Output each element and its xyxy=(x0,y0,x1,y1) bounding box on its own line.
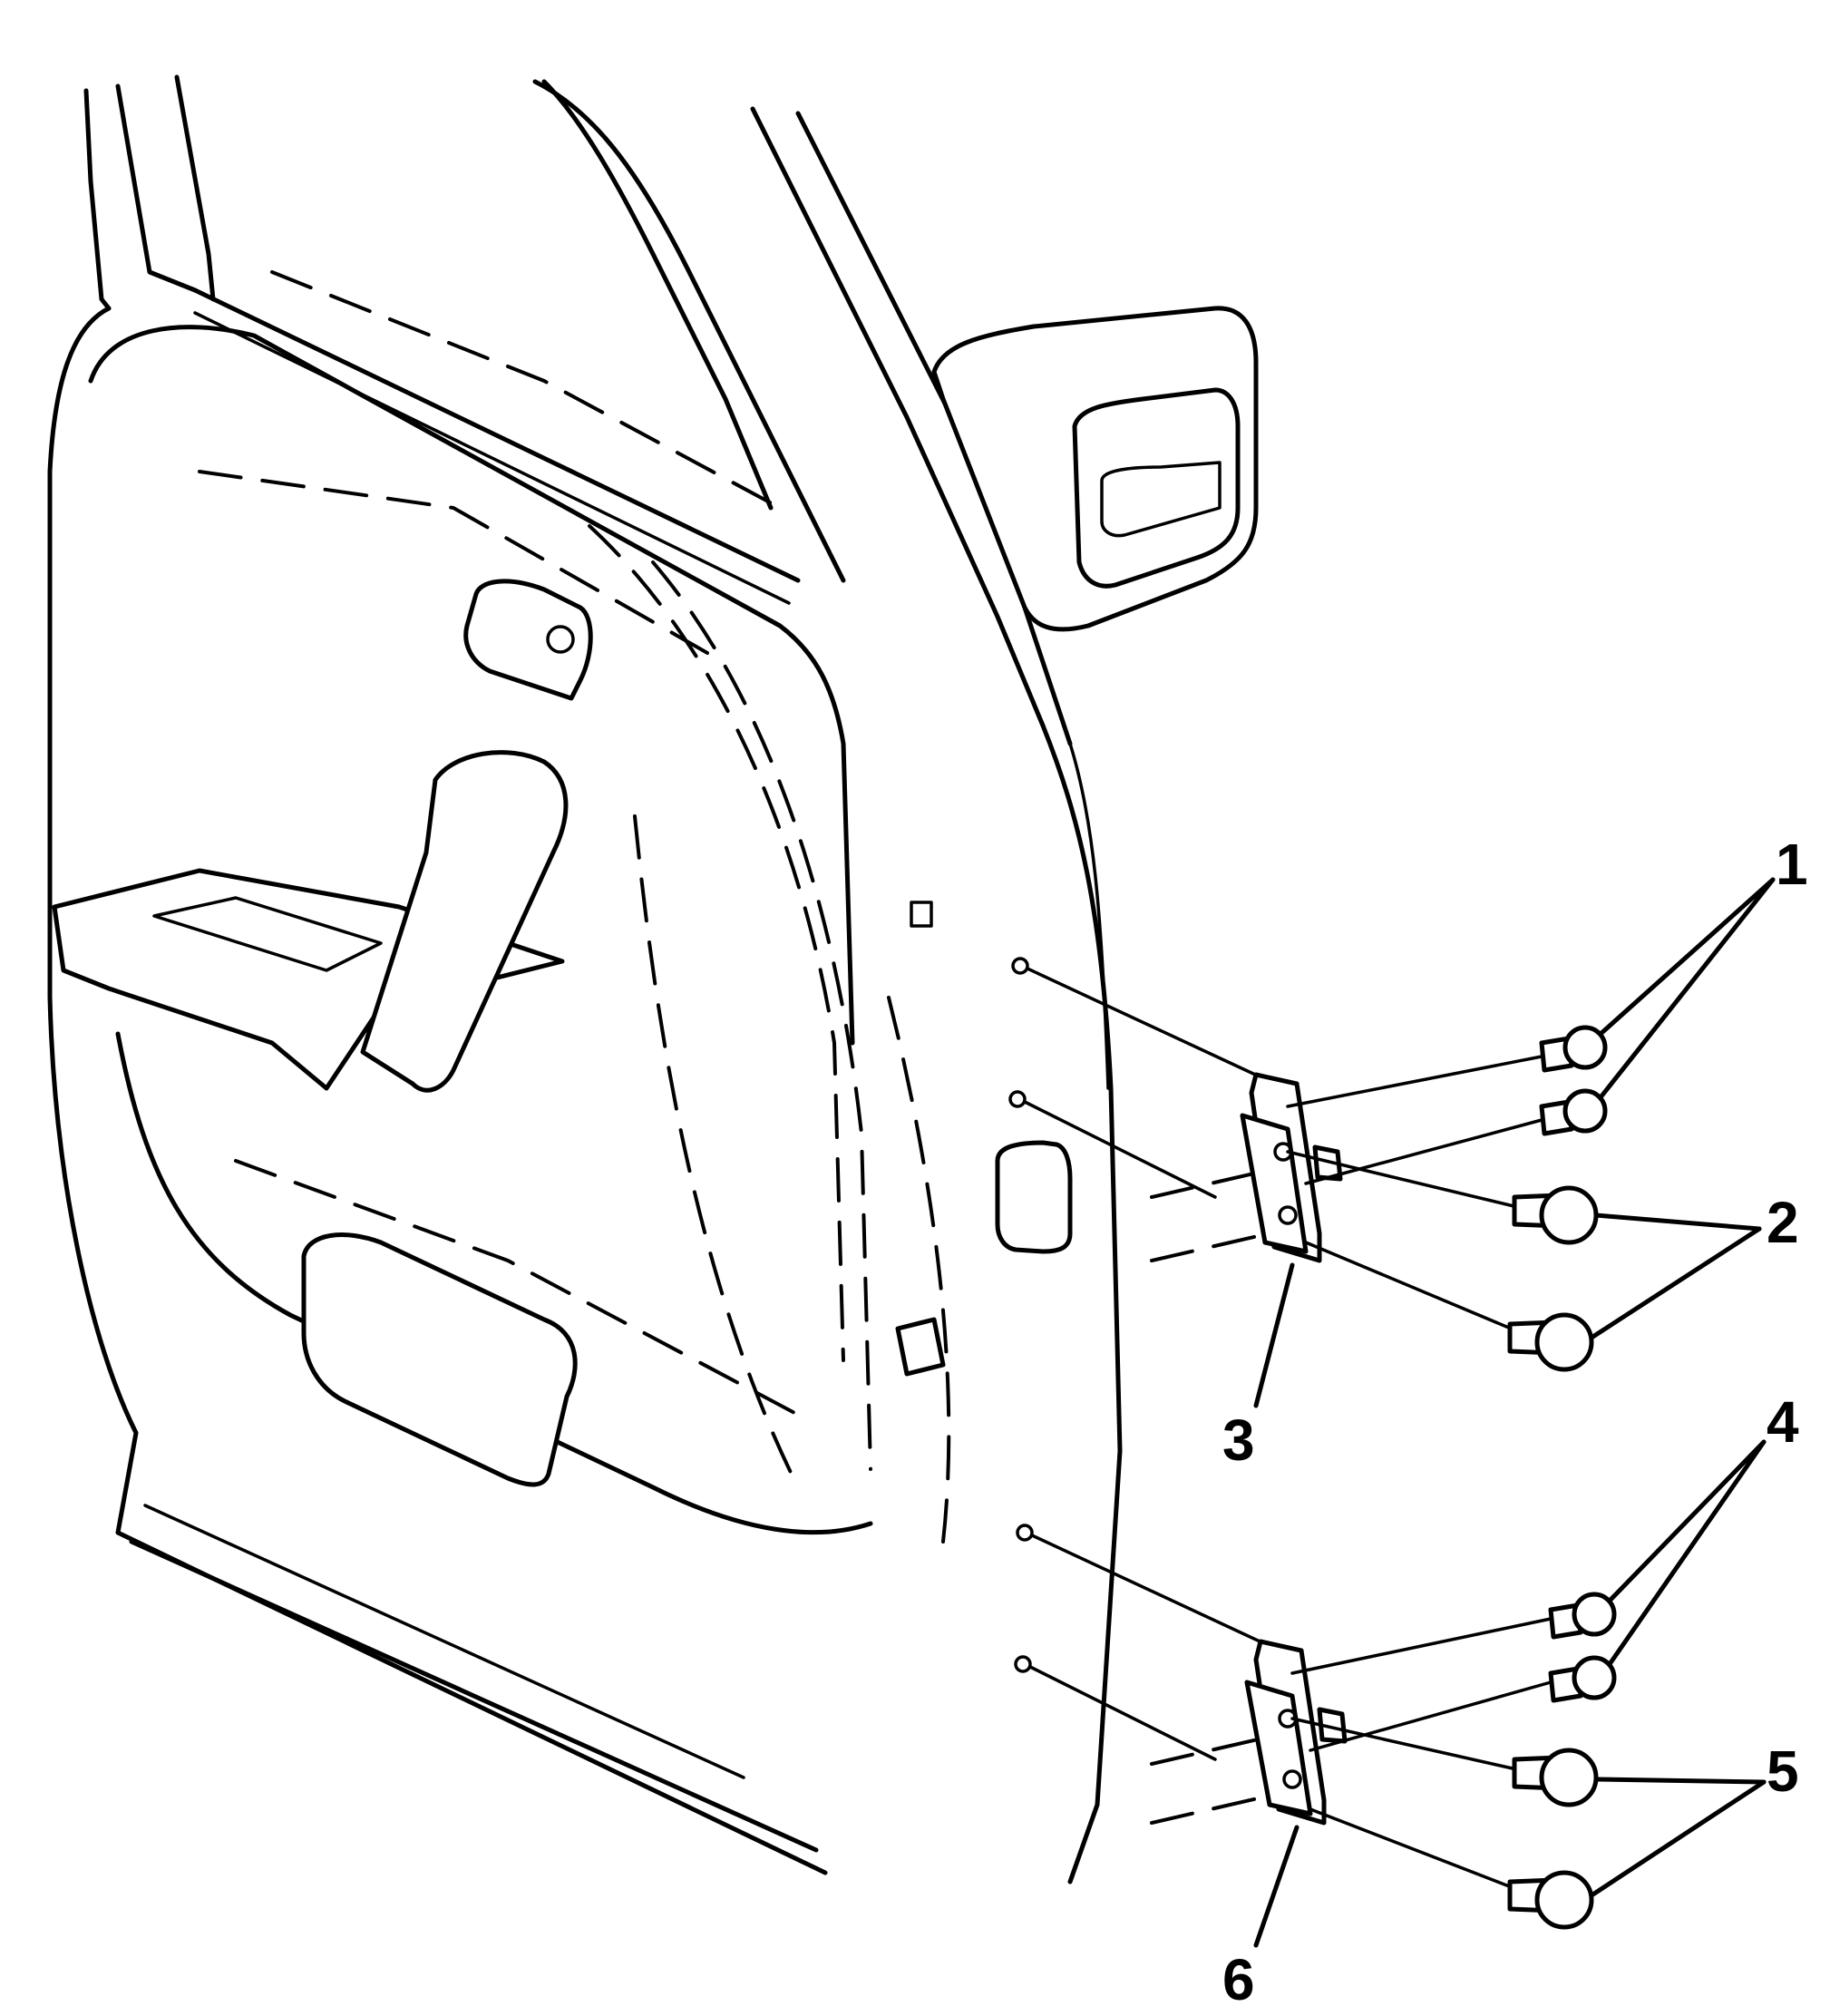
door-frame-inner-curve xyxy=(541,79,774,511)
lower-hinge-bolt-small-2 xyxy=(1548,1655,1617,1703)
window-frame-left-pillar xyxy=(83,88,112,311)
trim-panel-lower-curve xyxy=(115,1031,873,1535)
callout-leaders xyxy=(1253,877,1776,1948)
leader-4b xyxy=(1607,1439,1767,1667)
door-outer-shell xyxy=(47,306,828,1875)
lower-hinge-bolt-large-2 xyxy=(1507,1870,1594,1930)
pull-handle xyxy=(360,750,569,1093)
hidden-line-4 xyxy=(198,470,709,655)
lower-hinge-assembly xyxy=(1028,1534,1617,1930)
door-lock-button-icon xyxy=(546,625,575,654)
leader-6 xyxy=(1253,1825,1299,1948)
leader-1a xyxy=(1598,877,1776,1037)
door-rear-edge xyxy=(750,106,1046,728)
trim-panel-outline xyxy=(88,325,855,1046)
lower-hinge-hole-upper xyxy=(1016,1524,1034,1542)
window-switch-bezel xyxy=(152,896,383,972)
upper-bolt-line-4 xyxy=(1304,1241,1534,1339)
upper-hinge-bolt-hole-b xyxy=(1278,1205,1298,1225)
lower-bolt-line-1 xyxy=(1290,1617,1553,1675)
lower-alignment-line-b xyxy=(1028,1665,1217,1761)
wiring-clip xyxy=(895,1317,946,1377)
upper-alignment-line-b xyxy=(1023,1100,1217,1199)
leader-2b xyxy=(1589,1226,1762,1340)
callout-4: 4 xyxy=(1767,1389,1799,1455)
window-frame-post xyxy=(174,74,216,302)
upper-hinge-assembly xyxy=(1023,967,1608,1372)
lower-hinge-bolt-small-1 xyxy=(1548,1592,1617,1640)
leader-4a xyxy=(1607,1439,1767,1603)
window-belt-molding-inner xyxy=(193,311,791,605)
lower-bolt-line-4 xyxy=(1309,1807,1534,1897)
upper-bolt-line-3 xyxy=(1286,1150,1534,1213)
callout-3: 3 xyxy=(1222,1407,1255,1473)
callout-5: 5 xyxy=(1767,1738,1799,1804)
upper-alignment-line-a xyxy=(1026,967,1267,1081)
upper-bolt-line-2 xyxy=(1304,1118,1543,1185)
upper-hinge-bolt-large-1 xyxy=(1512,1185,1599,1245)
hidden-line-7 xyxy=(887,996,951,1544)
inside-door-handle xyxy=(463,579,593,701)
window-belt-molding xyxy=(192,287,801,583)
upper-hinge-bolt-small-1 xyxy=(1539,1025,1608,1073)
lower-hinge-bolt-large-1 xyxy=(1512,1748,1599,1807)
upper-hinge-pin xyxy=(1312,1144,1343,1182)
lower-hinge-bolt-hole-b xyxy=(1282,1769,1302,1789)
door-bottom-edge-inner xyxy=(143,1504,745,1779)
small-clip xyxy=(910,901,933,928)
hidden-line-6 xyxy=(633,814,800,1489)
lower-alignment-dash-b xyxy=(1150,1794,1271,1825)
lower-hinge-hole-lower xyxy=(1014,1655,1032,1673)
leader-1b xyxy=(1598,877,1776,1100)
lower-alignment-dash-a xyxy=(1150,1735,1271,1766)
upper-alignment-dash-b xyxy=(1150,1232,1271,1262)
leader-2a xyxy=(1593,1213,1762,1232)
upper-hinge-hole-lower xyxy=(1008,1090,1027,1108)
hidden-line-2 xyxy=(588,524,845,1362)
door-bottom-edge xyxy=(129,1539,819,1853)
upper-hinge-hole-upper xyxy=(1011,957,1029,975)
side-mirror xyxy=(931,306,1259,632)
window-frame-inner-pillar xyxy=(115,83,198,293)
upper-alignment-dash-a xyxy=(1150,1168,1271,1199)
leader-5a xyxy=(1595,1777,1767,1785)
callout-2: 2 xyxy=(1767,1190,1799,1255)
door-front-edge xyxy=(1040,723,1123,1885)
side-mirror-glass xyxy=(1072,387,1241,589)
callout-6: 6 xyxy=(1222,1947,1255,2012)
leader-3 xyxy=(1253,1262,1295,1408)
hidden-line-1 xyxy=(270,270,782,510)
door-plug-pad xyxy=(995,1140,1073,1254)
side-mirror-reflector xyxy=(1100,461,1222,538)
callout-1: 1 xyxy=(1776,832,1808,897)
lower-alignment-line-a xyxy=(1030,1534,1271,1648)
door-assembly xyxy=(47,74,1259,1885)
hidden-line-3 xyxy=(651,560,872,1471)
upper-hinge-bolt-large-2 xyxy=(1507,1312,1594,1372)
leader-5b xyxy=(1589,1779,1767,1898)
callout-labels: 1 2 3 4 5 6 xyxy=(1222,832,1808,2012)
door-front-edge-inner xyxy=(1068,742,1110,1090)
lower-bolt-line-2 xyxy=(1309,1680,1553,1752)
map-pocket xyxy=(301,1232,578,1487)
upper-hinge-bolt-small-2 xyxy=(1539,1088,1608,1136)
upper-bolt-line-1 xyxy=(1286,1055,1543,1108)
lower-bolt-line-3 xyxy=(1290,1717,1534,1775)
hidden-line-5 xyxy=(234,1159,800,1417)
